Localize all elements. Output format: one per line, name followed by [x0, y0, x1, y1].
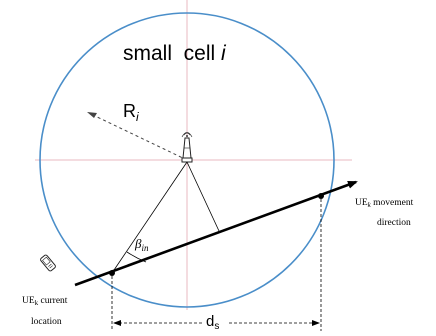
distance-label-backdrop: [203, 311, 229, 331]
distance-label: ds: [206, 313, 219, 332]
entry-point: [109, 270, 115, 276]
movement-trajectory: [74, 180, 358, 287]
radius-label: Ri: [123, 101, 139, 124]
radius-line: [92, 114, 188, 161]
cell-boundary-circle: [39, 12, 335, 308]
movement-direction-label: UEk movement direction: [355, 198, 416, 228]
exit-point: [318, 193, 324, 199]
projection-line-perpendicular: [186, 161, 220, 232]
mobile-phone-icon: [40, 254, 56, 272]
angle-arc: [126, 251, 147, 263]
cell-tower-icon: [181, 132, 193, 163]
cell-title: small cell i: [123, 42, 227, 65]
radius-arrowhead: [87, 112, 97, 118]
angle-label: βin: [134, 236, 149, 253]
current-location-label: UEk current location: [22, 296, 70, 327]
projection-line-to-current: [111, 161, 188, 274]
